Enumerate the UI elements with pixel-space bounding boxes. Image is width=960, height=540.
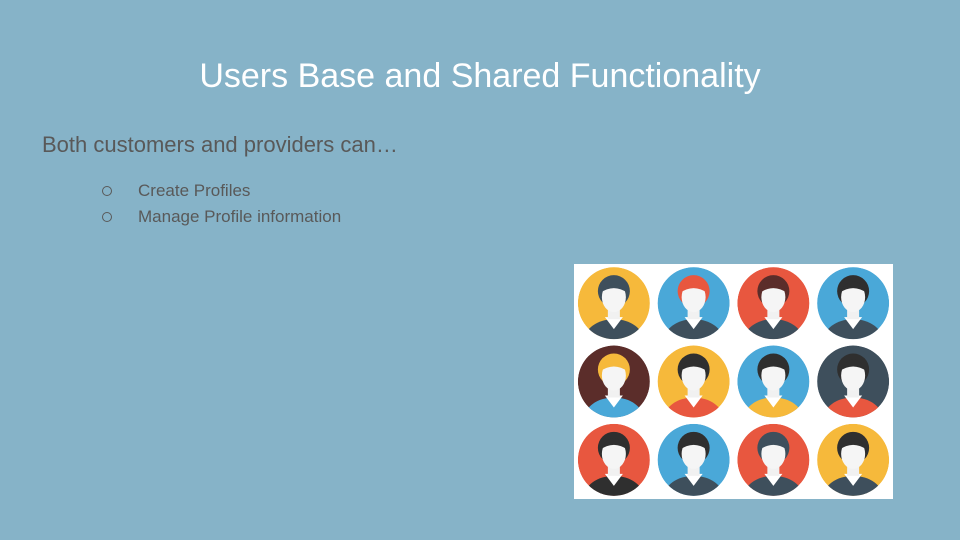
hollow-circle-bullet-icon (102, 186, 112, 196)
avatar (657, 267, 730, 340)
bullet-text: Create Profiles (138, 181, 251, 200)
hollow-circle-bullet-icon (102, 212, 112, 222)
user-avatars-grid-icon (577, 267, 890, 496)
bullet-item: Create Profiles (100, 178, 341, 204)
bullet-list: Create Profiles Manage Profile informati… (100, 178, 341, 230)
slide-subtitle: Both customers and providers can… (42, 132, 398, 157)
avatar (737, 267, 810, 340)
avatar (817, 345, 890, 418)
avatar (737, 345, 810, 418)
bullet-text: Manage Profile information (138, 207, 342, 226)
avatar (577, 345, 650, 418)
avatar (657, 345, 730, 418)
avatar (577, 267, 650, 340)
avatar (657, 423, 730, 496)
user-avatars-image (574, 264, 893, 499)
avatar (817, 267, 890, 340)
avatar (817, 423, 890, 496)
avatar (737, 423, 810, 496)
bullet-item: Manage Profile information (100, 204, 341, 230)
slide-title: Users Base and Shared Functionality (199, 57, 761, 95)
avatar (577, 423, 650, 496)
